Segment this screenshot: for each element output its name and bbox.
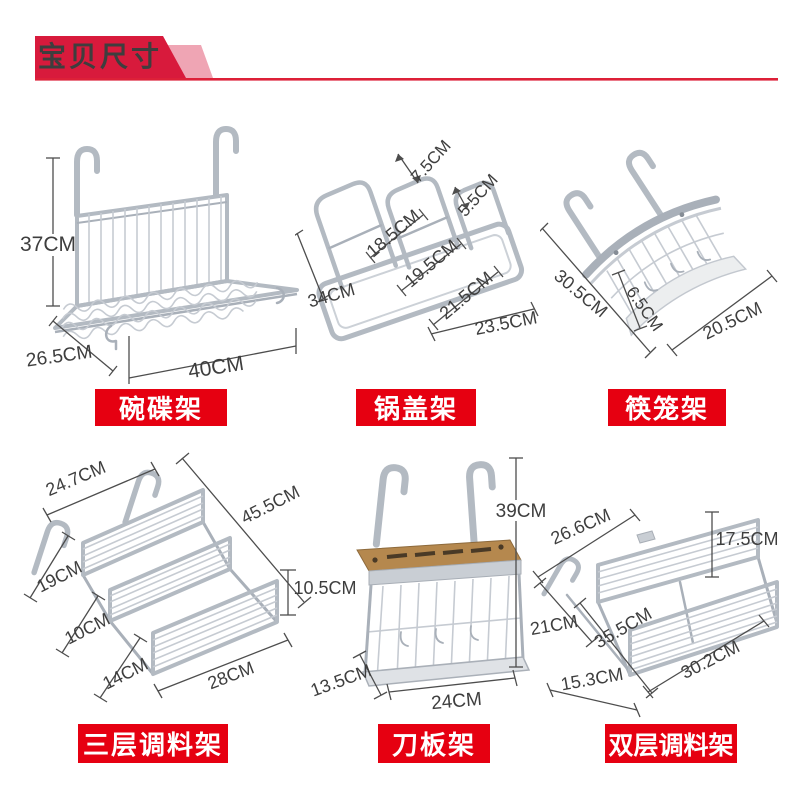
dim-label: 10.5CM: [293, 578, 356, 598]
dim-b: 17.5CM: [705, 511, 779, 578]
label-three-layer-spice-rack: 三层调料架: [78, 724, 228, 763]
dim-label: 23.5CM: [473, 307, 539, 339]
dish-rack-tray: [53, 279, 299, 351]
dish-rack-illustration: 37CM 26.5CM 40CM: [20, 126, 299, 384]
chopstick-basket: [582, 195, 748, 337]
wire-cage: [361, 573, 531, 687]
dim-label: 39CM: [496, 501, 547, 522]
page-title: 宝贝尺寸: [38, 40, 162, 73]
dim-label: 34CM: [306, 279, 358, 311]
dim-label: 15.3CM: [559, 664, 625, 695]
label-dish-rack: 碗碟架: [95, 389, 227, 426]
shelf-upper: [596, 518, 760, 604]
label-double-layer-spice-rack: 双层调料架: [605, 724, 737, 763]
dim-label: 24CM: [430, 689, 482, 712]
dim-f: 30.2CM: [642, 614, 770, 699]
shelf-3: [151, 579, 279, 676]
dim-width: 40CM: [128, 328, 297, 384]
double-layer-rack-illustration: 26.6CM 17.5CM 21CM 35.5CM 15.3CM: [529, 505, 779, 718]
dim-a: 24.7CM: [42, 457, 160, 523]
dim-g: 10.5CM: [280, 569, 357, 616]
dim-e: 14CM: [93, 633, 151, 703]
shelf-2: [108, 536, 232, 623]
wood-knife-block: [356, 539, 522, 586]
dim-label: 26.6CM: [548, 505, 614, 549]
pot-lid-rack-frame: [313, 176, 525, 342]
dim-d: 10CM: [55, 591, 113, 658]
dim-height: 37CM: [20, 157, 76, 307]
header-banner: 宝贝尺寸: [35, 36, 778, 81]
dim-label: 21.5CM: [436, 267, 497, 323]
dim-label: 17.5CM: [715, 529, 778, 549]
product-chopstick-cage-rack: 30.5CM 6.5CM 20.5CM: [540, 140, 800, 368]
shelf-1: [81, 488, 205, 577]
dim-label: 21CM: [529, 611, 580, 639]
dish-rack-back-panel: [75, 193, 229, 308]
dim-e: 15.3CM: [546, 664, 641, 718]
dim-c: 24CM: [386, 669, 518, 712]
label-chopstick-cage-rack: 筷笼架: [608, 389, 726, 426]
dim-c: 18.5CM: [363, 205, 429, 264]
dim-label: 40CM: [187, 352, 246, 383]
dim-label: 26.5CM: [25, 342, 94, 372]
shelf-lower: [628, 580, 779, 677]
header-underline: [35, 78, 778, 81]
dim-a: 7.5CM: [395, 136, 455, 186]
three-layer-rack-illustration: 24.7CM 45.5CM 19CM 10CM 14CM: [23, 452, 357, 703]
product-double-layer-spice-rack: 26.6CM 17.5CM 21CM 35.5CM 15.3CM: [525, 455, 800, 725]
banner-shape: [35, 36, 186, 78]
dim-label: 45.5CM: [238, 481, 303, 527]
dim-label: 10CM: [61, 609, 113, 649]
dim-label: 37CM: [20, 233, 76, 256]
knife-board-rack-illustration: 39CM 13.5CM 24CM: [308, 457, 547, 712]
dim-label: 19CM: [33, 557, 85, 597]
label-pot-lid-rack: 锅盖架: [356, 389, 476, 426]
product-dish-rack: 37CM 26.5CM 40CM: [15, 118, 315, 390]
dim-a: 39CM: [495, 457, 547, 668]
pot-lid-rack-illustration: 7.5CM 5.5CM 18.5CM 19.5CM 21.5CM: [295, 136, 539, 342]
label-knife-board-rack: 刀板架: [378, 724, 490, 763]
dim-label: 30.5CM: [550, 265, 611, 321]
dim-label: 13.5CM: [308, 660, 374, 700]
chopstick-cage-illustration: 30.5CM 6.5CM 20.5CM: [540, 149, 778, 359]
product-knife-board-rack: 39CM 13.5CM 24CM: [305, 450, 555, 712]
product-three-layer-spice-rack: 24.7CM 45.5CM 19CM 10CM 14CM: [20, 448, 360, 706]
product-pot-lid-rack: 7.5CM 5.5CM 18.5CM 19.5CM 21.5CM: [295, 135, 550, 360]
dish-rack-hooks: [74, 126, 239, 218]
